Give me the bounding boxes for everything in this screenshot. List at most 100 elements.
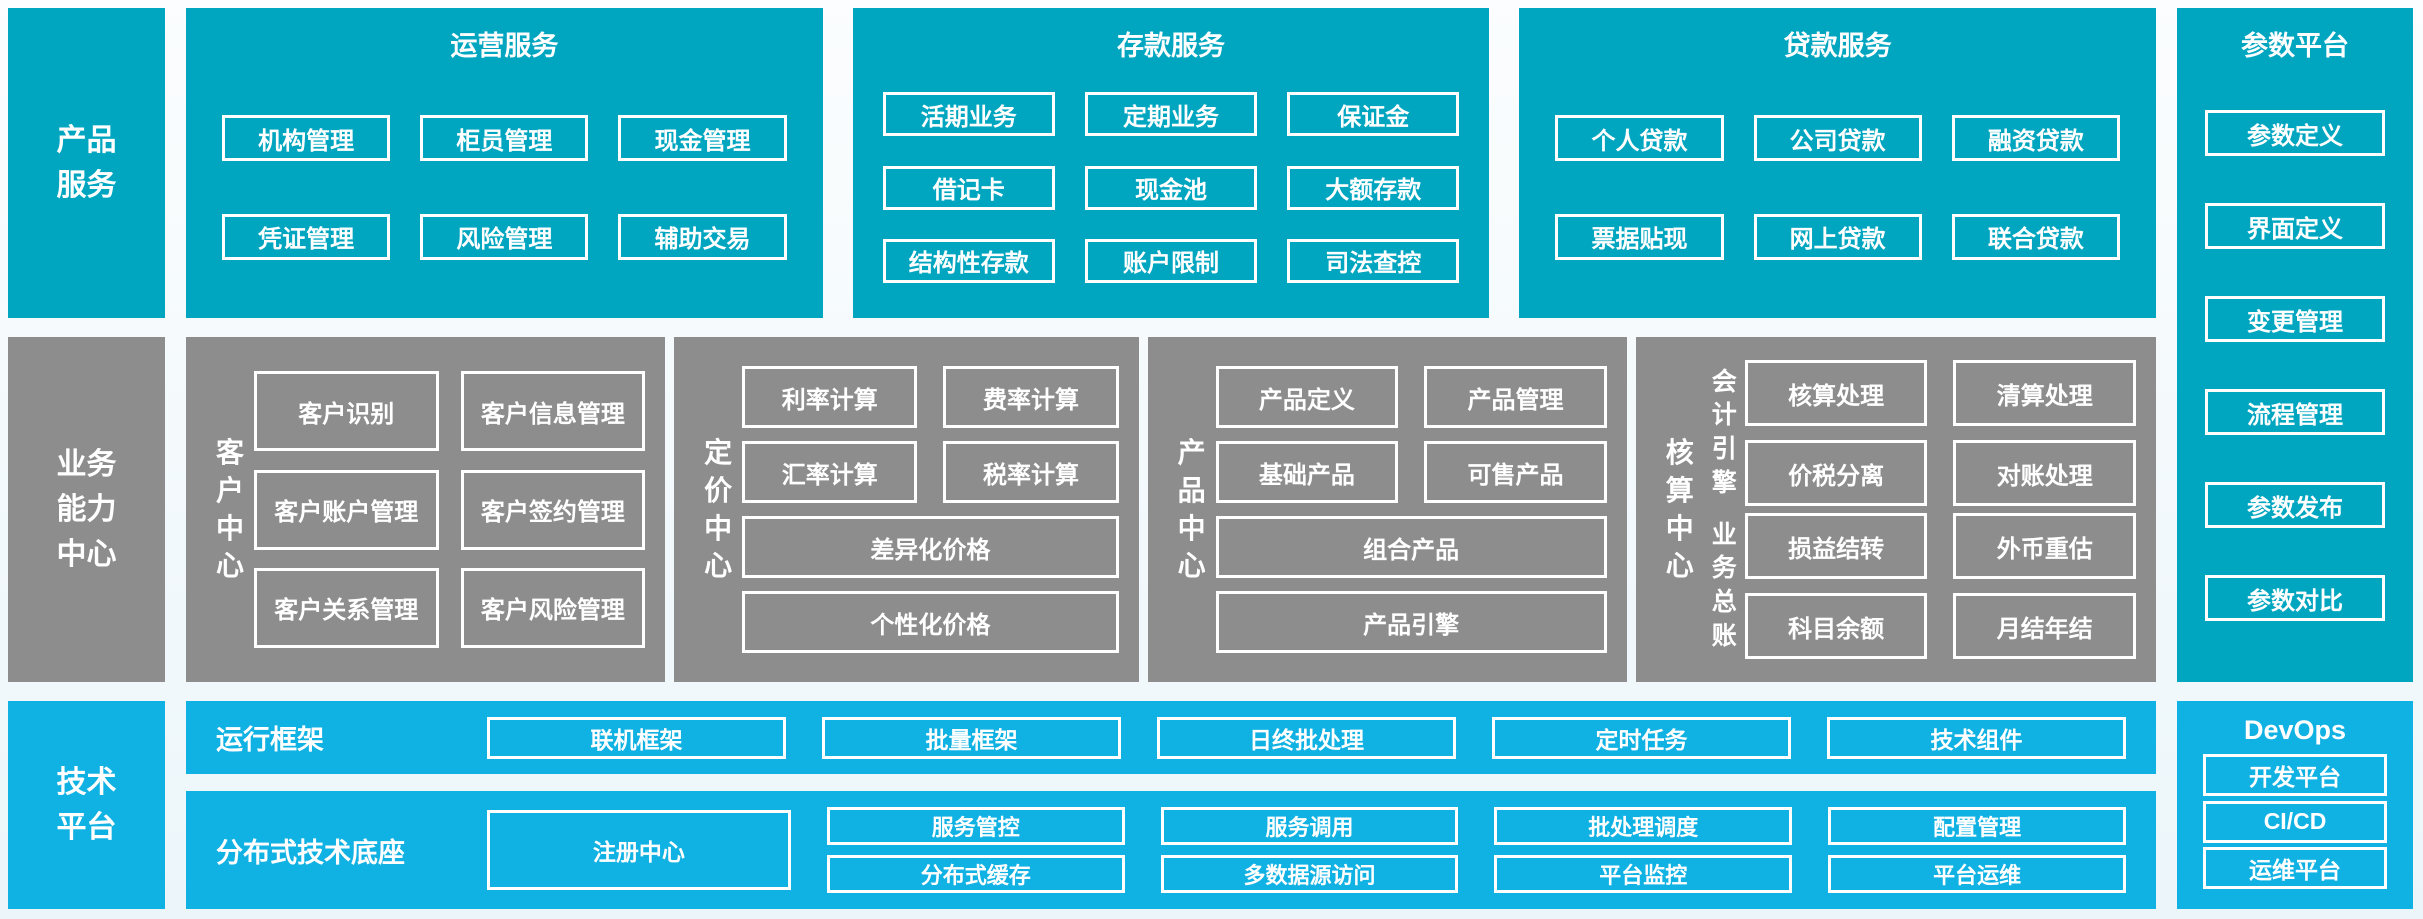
distributed-col-2: 服务调用 多数据源访问	[1160, 807, 1459, 893]
section-distributed-base: 分布式技术底座 注册中心 服务管控 分布式缓存 服务调用 多数据源访问 批处理调…	[186, 791, 2156, 909]
tech-platform-rows: 运行框架 联机框架 批量框架 日终批处理 定时任务 技术组件 分布式技术底座 注…	[186, 701, 2156, 909]
module-box: 技术组件	[1827, 716, 2126, 759]
rail-tech-platform: 技术 平台	[8, 701, 165, 909]
vertical-label-business-ledger: 业 务 总 账	[1711, 520, 1737, 650]
module-box: 核算处理	[1744, 360, 1928, 426]
module-box: 外币重估	[1953, 513, 2137, 579]
module-box: 联合贷款	[1951, 213, 2120, 260]
module-box: 日终批处理	[1157, 716, 1456, 759]
section-pricing-center: 定 价 中 心 利率计算 费率计算 汇率计算 税率计算 差异化价格 个性化价格	[674, 337, 1139, 682]
architecture-diagram: 产品 服务 运营服务 机构管理 柜员管理 现金管理 凭证管理 风险管理 辅助交易…	[8, 8, 2415, 911]
section-accounting-center: 核 算 中 心 会 计 引 擎 核算处理 清算处理 价税分离 对账处理 业 务 …	[1635, 337, 2157, 682]
section-operations: 运营服务 机构管理 柜员管理 现金管理 凭证管理 风险管理 辅助交易	[186, 8, 823, 318]
pricing-grid: 利率计算 费率计算 汇率计算 税率计算 差异化价格 个性化价格	[742, 353, 1119, 666]
module-box: 对账处理	[1953, 440, 2137, 506]
module-box: 费率计算	[943, 366, 1119, 428]
module-box: 联机框架	[487, 716, 786, 759]
module-box: 客户识别	[254, 371, 439, 452]
section-runtime-framework: 运行框架 联机框架 批量框架 日终批处理 定时任务 技术组件	[186, 701, 2156, 774]
module-box: 参数定义	[2205, 110, 2385, 156]
business-ledger-group: 业 务 总 账 损益结转 外币重估 科目余额 月结年结	[1704, 513, 2137, 659]
module-box: 定期业务	[1084, 92, 1258, 137]
module-box: 个人贷款	[1555, 115, 1724, 162]
module-box: 基础产品	[1215, 441, 1399, 503]
module-box: 价税分离	[1744, 440, 1928, 506]
module-box: 网上贷款	[1753, 213, 1922, 260]
bar-title-distributed-base: 分布式技术底座	[216, 837, 405, 868]
module-box: 现金管理	[618, 115, 787, 162]
module-box: 借记卡	[882, 165, 1055, 210]
module-box: 客户账户管理	[254, 469, 439, 550]
module-box: 利率计算	[742, 366, 918, 428]
module-box: 差异化价格	[742, 516, 1119, 578]
module-box: 产品定义	[1215, 366, 1399, 428]
vertical-label-pricing-center: 定 价 中 心	[704, 436, 733, 582]
section-devops: DevOps 开发平台 CI/CD 运维平台	[2177, 701, 2413, 909]
business-ledger-grid: 损益结转 外币重估 科目余额 月结年结	[1744, 513, 2137, 659]
module-box: 配置管理	[1828, 807, 2126, 845]
vertical-label-accounting-engine: 会 计 引 擎	[1711, 367, 1737, 497]
module-box: 参数对比	[2205, 575, 2385, 621]
module-box: 注册中心	[487, 810, 791, 890]
devops-stack: 开发平台 CI/CD 运维平台	[2203, 750, 2387, 893]
module-box: 客户信息管理	[460, 371, 646, 452]
module-box: 分布式缓存	[826, 855, 1125, 893]
module-box: 凭证管理	[222, 213, 391, 260]
section-title-loan: 贷款服务	[1783, 31, 1892, 61]
accounting-body: 会 计 引 擎 核算处理 清算处理 价税分离 对账处理 业 务 总 账 损益结转…	[1704, 353, 2137, 666]
module-box: 柜员管理	[420, 115, 589, 162]
module-box: 税率计算	[943, 441, 1119, 503]
section-product-center: 产 品 中 心 产品定义 产品管理 基础产品 可售产品 组合产品 产品引擎	[1147, 337, 1627, 682]
deposit-grid: 活期业务 定期业务 保证金 借记卡 现金池 大额存款 结构性存款 账户限制 司法…	[853, 63, 1490, 318]
module-box: 可售产品	[1424, 441, 1607, 503]
module-box: 融资贷款	[1951, 115, 2120, 162]
distributed-col-1: 服务管控 分布式缓存	[826, 807, 1125, 893]
module-box: 平台监控	[1494, 855, 1793, 893]
module-box: 运维平台	[2203, 846, 2387, 889]
operations-grid: 机构管理 柜员管理 现金管理 凭证管理 风险管理 辅助交易	[186, 63, 823, 318]
module-box: 公司贷款	[1753, 115, 1922, 162]
module-box: 产品管理	[1424, 366, 1607, 428]
module-box: 客户风险管理	[460, 567, 646, 648]
module-box: 个性化价格	[742, 591, 1119, 653]
module-box: 客户关系管理	[254, 567, 439, 648]
accounting-engine-grid: 核算处理 清算处理 价税分离 对账处理	[1744, 360, 2137, 506]
module-box: 清算处理	[1953, 360, 2137, 426]
section-title-operations: 运营服务	[450, 31, 559, 61]
rail-product-services: 产品 服务	[8, 8, 165, 318]
accounting-engine-group: 会 计 引 擎 核算处理 清算处理 价税分离 对账处理	[1704, 360, 2137, 506]
section-title-deposit: 存款服务	[1117, 31, 1225, 61]
section-customer-center: 客 户 中 心 客户识别 客户信息管理 客户账户管理 客户签约管理 客户关系管理…	[186, 337, 666, 682]
rail-business-capability: 业务 能力 中心	[8, 337, 165, 682]
param-stack: 参数定义 界面定义 变更管理 流程管理 参数发布 参数对比	[2205, 63, 2385, 668]
section-title-param-platform: 参数平台	[2241, 31, 2349, 61]
module-box: 组合产品	[1215, 516, 1607, 578]
module-box: 司法查控	[1287, 238, 1460, 283]
module-box: 定时任务	[1492, 716, 1791, 759]
module-box: 客户签约管理	[460, 469, 646, 550]
section-param-platform: 参数平台 参数定义 界面定义 变更管理 流程管理 参数发布 参数对比	[2177, 8, 2413, 682]
distributed-col-4: 配置管理 平台运维	[1828, 807, 2126, 893]
module-box: 平台运维	[1828, 855, 2126, 893]
module-box: 风险管理	[420, 213, 589, 260]
module-box: 活期业务	[882, 92, 1055, 137]
vertical-label-product-center: 产 品 中 心	[1177, 436, 1206, 582]
module-box: 变更管理	[2205, 296, 2385, 342]
product-grid: 产品定义 产品管理 基础产品 可售产品 组合产品 产品引擎	[1215, 353, 1607, 666]
module-box: CI/CD	[2203, 800, 2387, 843]
module-box: 开发平台	[2203, 754, 2387, 797]
vertical-label-customer-center: 客 户 中 心	[216, 436, 245, 582]
module-box: 多数据源访问	[1160, 855, 1459, 893]
bar-title-runtime-framework: 运行框架	[216, 725, 324, 755]
module-box: 辅助交易	[618, 213, 787, 260]
module-box: 流程管理	[2205, 389, 2385, 435]
loan-grid: 个人贷款 公司贷款 融资贷款 票据贴现 网上贷款 联合贷款	[1519, 63, 2156, 318]
module-box: 票据贴现	[1555, 213, 1724, 260]
distributed-col-3: 批处理调度 平台监控	[1494, 807, 1793, 893]
section-title-devops: DevOps	[2243, 715, 2347, 745]
module-box: 账户限制	[1084, 238, 1258, 283]
module-box: 界面定义	[2205, 203, 2385, 249]
module-box: 服务管控	[826, 807, 1125, 845]
module-box: 损益结转	[1744, 513, 1928, 579]
section-deposit: 存款服务 活期业务 定期业务 保证金 借记卡 现金池 大额存款 结构性存款 账户…	[852, 8, 1490, 318]
